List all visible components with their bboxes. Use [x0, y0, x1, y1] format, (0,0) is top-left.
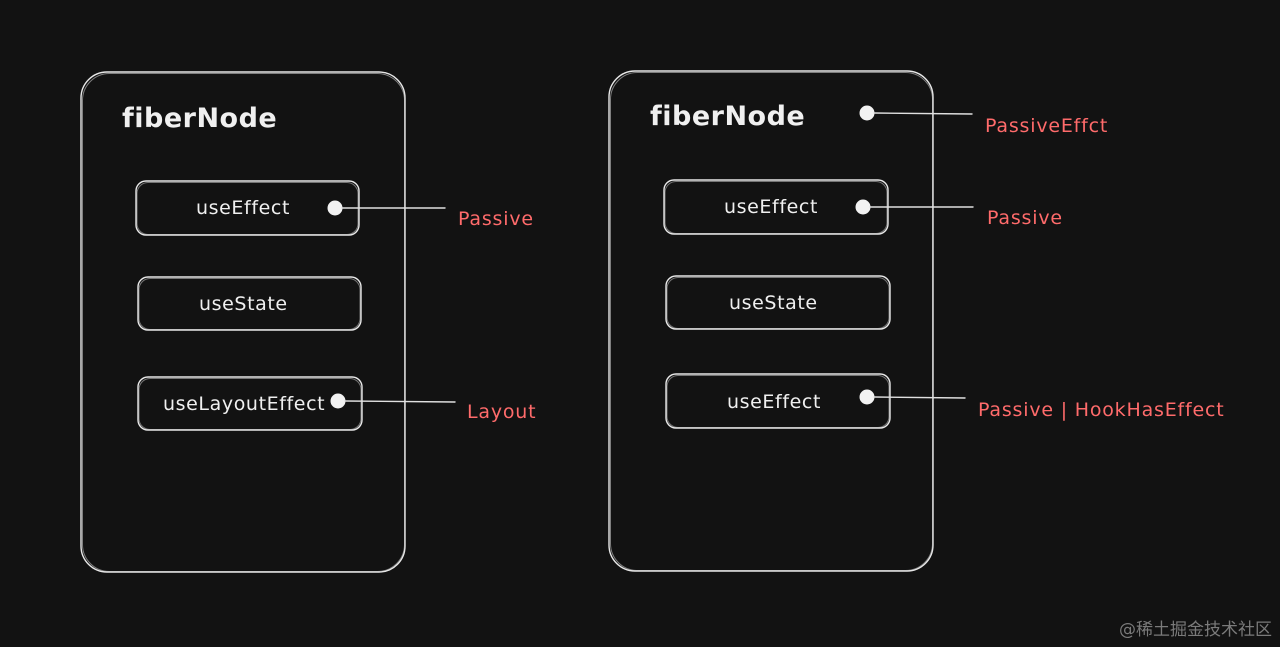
right-node-flag-connector — [873, 112, 973, 115]
left-hook-3-dot — [330, 393, 346, 409]
right-hook-3: useEffect Passive | HookHasEffect — [665, 373, 1224, 429]
left-fiber-node: fiberNode useEffect Passive useState use… — [80, 71, 536, 573]
right-hook-2-name: useState — [729, 292, 818, 314]
right-hook-1-name: useEffect — [724, 196, 818, 218]
right-hook-1-flag: Passive — [987, 207, 1063, 229]
right-fiber-node-title: fiberNode — [650, 101, 805, 132]
left-fiber-node-box-sketch — [82, 73, 405, 572]
right-hook-3-name: useEffect — [727, 391, 821, 413]
right-hook-3-box-sketch — [666, 375, 890, 428]
right-hook-3-connector — [873, 396, 966, 399]
right-node-flag: PassiveEffct — [985, 115, 1108, 137]
left-hook-1: useEffect Passive — [135, 180, 534, 236]
left-hook-1-name: useEffect — [196, 197, 290, 219]
left-hook-1-flag: Passive — [458, 208, 534, 230]
right-fiber-node: fiberNode PassiveEffct useEffect Passive… — [608, 70, 1224, 572]
right-hook-2-box-sketch — [666, 277, 890, 329]
left-fiber-node-box — [80, 71, 406, 573]
left-fiber-node-title: fiberNode — [122, 103, 277, 134]
left-hook-2-box-sketch — [138, 278, 361, 330]
right-hook-1: useEffect Passive — [663, 179, 1063, 235]
right-node-flag-dot — [859, 105, 875, 121]
left-hook-3: useLayoutEffect Layout — [137, 376, 536, 431]
right-hook-3-dot — [859, 389, 875, 405]
left-hook-3-connector — [344, 400, 456, 403]
left-hook-3-flag: Layout — [467, 401, 536, 423]
left-hook-1-dot — [327, 200, 343, 216]
left-hook-3-box-sketch — [138, 378, 362, 430]
right-fiber-node-box-sketch — [610, 72, 933, 571]
right-fiber-node-box — [608, 70, 934, 572]
right-hook-2: useState — [665, 275, 891, 330]
watermark: @稀土掘金技术社区 — [1119, 620, 1272, 640]
left-hook-3-name: useLayoutEffect — [163, 393, 325, 415]
left-hook-2-name: useState — [199, 293, 288, 315]
left-hook-2: useState — [137, 276, 362, 331]
right-hook-3-flag: Passive | HookHasEffect — [978, 399, 1224, 421]
right-hook-1-dot — [855, 199, 871, 215]
